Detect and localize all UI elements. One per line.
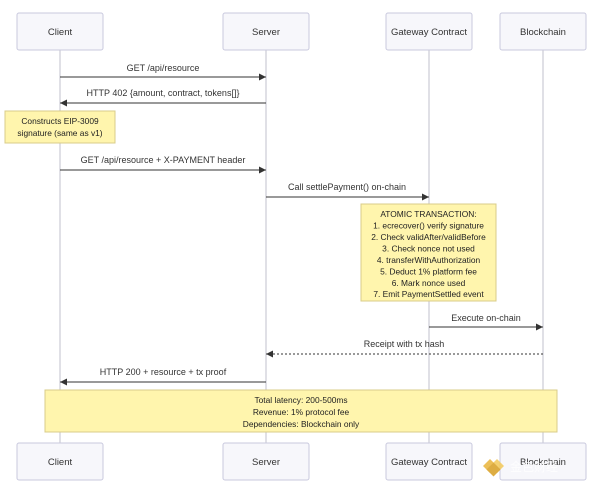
msg-get-resource-payment: GET /api/resource + X-PAYMENT header xyxy=(60,155,266,174)
note-line: Dependencies: Blockchain only xyxy=(243,419,360,429)
actor-label: Blockchain xyxy=(520,457,566,468)
actors-bottom: Client Server Gateway Contract Blockchai… xyxy=(16,442,587,481)
note-line: 6. Mark nonce used xyxy=(392,278,466,288)
message-label: GET /api/resource xyxy=(127,63,200,73)
messages: GET /api/resource HTTP 402 {amount, cont… xyxy=(60,63,543,386)
note-line: 3. Check nonce not used xyxy=(382,244,475,254)
actor-blockchain-bottom: Blockchain xyxy=(499,442,587,481)
message-label: Receipt with tx hash xyxy=(364,339,445,349)
note-line: Total latency: 200-500ms xyxy=(254,395,347,405)
actor-server-top: Server xyxy=(222,12,310,51)
actors-top: Client Server Gateway Contract Blockchai… xyxy=(16,12,587,51)
msg-execute-on-chain: Execute on-chain xyxy=(429,313,543,331)
actor-blockchain-top: Blockchain xyxy=(499,12,587,51)
msg-http-200: HTTP 200 + resource + tx proof xyxy=(60,367,266,386)
message-label: Call settlePayment() on-chain xyxy=(288,182,406,192)
message-label: HTTP 402 {amount, contract, tokens[]} xyxy=(87,88,240,98)
watermark: 金色财经 xyxy=(483,459,558,477)
actor-gateway-top: Gateway Contract xyxy=(385,12,473,51)
actor-label: Client xyxy=(48,457,73,468)
note-atomic-transaction: ATOMIC TRANSACTION: 1. ecrecover() verif… xyxy=(360,203,497,302)
note-line: Revenue: 1% protocol fee xyxy=(253,407,350,417)
msg-receipt: Receipt with tx hash xyxy=(266,339,543,358)
actor-label: Blockchain xyxy=(520,27,566,38)
actor-label: Server xyxy=(252,27,280,38)
message-label: GET /api/resource + X-PAYMENT header xyxy=(81,155,246,165)
msg-get-resource: GET /api/resource xyxy=(60,63,266,81)
note-summary: Total latency: 200-500ms Revenue: 1% pro… xyxy=(44,389,558,433)
note-line: 5. Deduct 1% platform fee xyxy=(380,267,477,277)
note-line: 1. ecrecover() verify signature xyxy=(373,221,484,231)
note-line: 4. transferWithAuthorization xyxy=(377,255,481,265)
message-label: HTTP 200 + resource + tx proof xyxy=(100,367,227,377)
actor-label: Server xyxy=(252,457,280,468)
note-line: 7. Emit PaymentSettled event xyxy=(373,289,484,299)
note-line: ATOMIC TRANSACTION: xyxy=(380,209,476,219)
actor-client-top: Client xyxy=(16,12,104,51)
actor-client-bottom: Client xyxy=(16,442,104,481)
actor-label: Gateway Contract xyxy=(391,27,467,38)
message-label: Execute on-chain xyxy=(451,313,521,323)
gold-diamond-logo-icon xyxy=(483,459,504,477)
msg-call-settle-payment: Call settlePayment() on-chain xyxy=(266,182,429,201)
actor-label: Client xyxy=(48,27,73,38)
msg-http-402: HTTP 402 {amount, contract, tokens[]} xyxy=(60,88,266,107)
note-eip3009: Constructs EIP-3009 signature (same as v… xyxy=(4,110,116,144)
note-line: signature (same as v1) xyxy=(17,128,102,138)
watermark-text: 金色财经 xyxy=(510,459,558,474)
note-line: 2. Check validAfter/validBefore xyxy=(371,232,486,242)
actor-gateway-bottom: Gateway Contract xyxy=(385,442,473,481)
actor-server-bottom: Server xyxy=(222,442,310,481)
actor-label: Gateway Contract xyxy=(391,457,467,468)
note-line: Constructs EIP-3009 xyxy=(21,116,99,126)
